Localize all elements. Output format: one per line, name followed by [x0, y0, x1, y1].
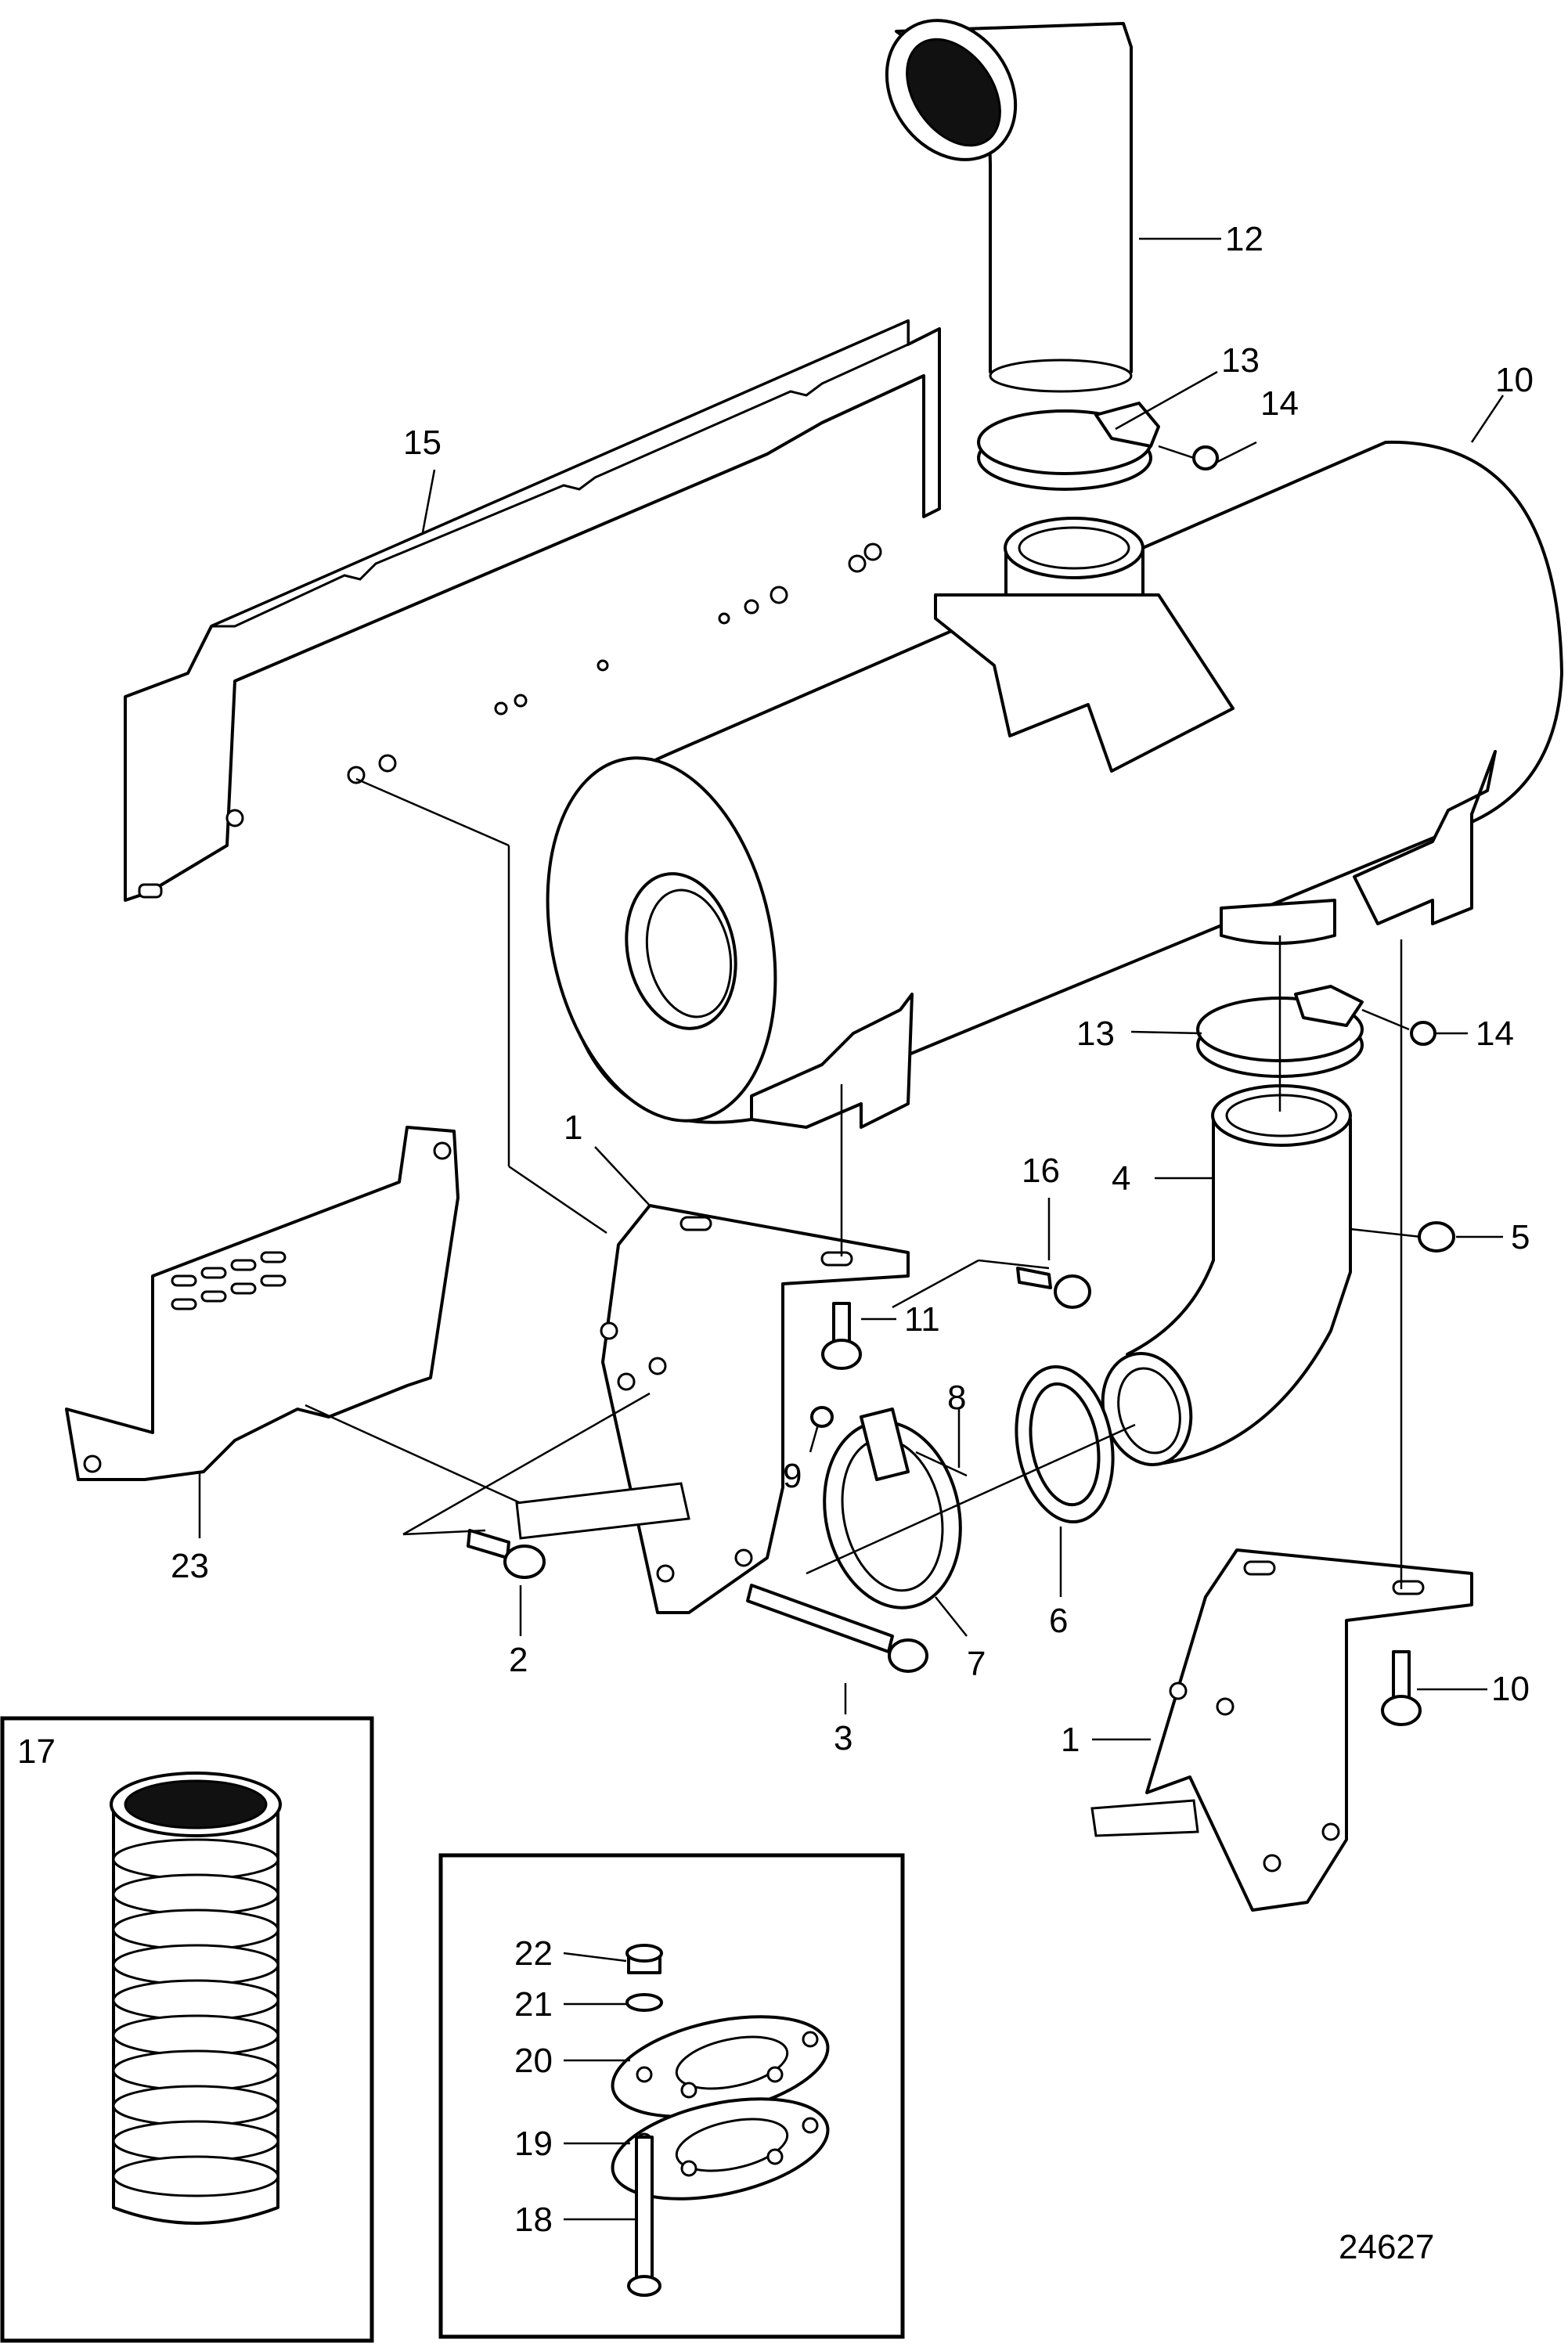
callout-2: 2 [509, 1641, 528, 1679]
callout-14-lower: 14 [1476, 1015, 1514, 1053]
plug-part-5 [1418, 1221, 1455, 1253]
heat-shield-part-15 [124, 319, 941, 902]
callout-10-lower: 10 [1491, 1670, 1530, 1708]
inset-box-parts-18-22 [438, 1853, 905, 2339]
bolt-part-3 [746, 1584, 928, 1673]
leader-lines [198, 237, 1505, 1741]
callout-12: 12 [1225, 220, 1263, 258]
silencer-part-10 [546, 440, 1563, 1129]
bracket-part-1-lower [1090, 1548, 1473, 1912]
inset-box-part-17 [0, 1716, 374, 2343]
callout-3: 3 [834, 1719, 852, 1757]
callout-5: 5 [1511, 1218, 1530, 1256]
callout-1-lower: 1 [1061, 1721, 1080, 1759]
clamp-part-13-lower [1196, 985, 1410, 1078]
callout-10-upper: 10 [1495, 361, 1534, 399]
callout-9: 9 [783, 1457, 802, 1495]
v-clamp-part-7 [810, 1406, 968, 1609]
callout-22: 22 [514, 1934, 553, 1973]
callout-21: 21 [514, 1985, 553, 2024]
callout-labels: 1 1 2 3 4 5 6 7 8 9 10 10 11 12 13 13 14… [17, 220, 1534, 2266]
exhaust-elbow-part-4 [1101, 1084, 1352, 1466]
clamp-part-13-upper [977, 402, 1160, 491]
callout-13-lower: 13 [1076, 1015, 1115, 1053]
callout-23: 23 [171, 1547, 209, 1585]
bolt-part-16 [1016, 1267, 1091, 1309]
drawing-reference-number: 24627 [1339, 2228, 1434, 2266]
callout-6: 6 [1049, 1602, 1068, 1640]
callout-18: 18 [514, 2201, 553, 2239]
bolt-part-11 [821, 1302, 862, 1370]
bracket-part-1-upper [515, 1204, 910, 1614]
callout-8: 8 [947, 1379, 966, 1417]
callout-4: 4 [1112, 1159, 1130, 1198]
tail-pipe-part-12 [885, 19, 1133, 393]
callout-7: 7 [967, 1645, 986, 1683]
nut-part-14-lower [1410, 1021, 1436, 1046]
bolt-part-2 [467, 1529, 546, 1579]
callout-17: 17 [17, 1732, 56, 1771]
callout-14-upper: 14 [1260, 384, 1299, 423]
bolt-part-10-lower [1381, 1650, 1422, 1726]
callout-15: 15 [403, 424, 442, 462]
callout-1-upper: 1 [564, 1108, 582, 1147]
callout-19: 19 [514, 2125, 553, 2163]
callout-20: 20 [514, 2042, 553, 2080]
callout-13-upper: 13 [1221, 341, 1260, 380]
callout-16: 16 [1022, 1152, 1060, 1190]
nut-part-14-upper [1158, 445, 1219, 470]
callout-11: 11 [904, 1300, 940, 1339]
gasket-part-6 [1015, 1364, 1115, 1524]
heat-shield-part-23 [65, 1126, 460, 1481]
